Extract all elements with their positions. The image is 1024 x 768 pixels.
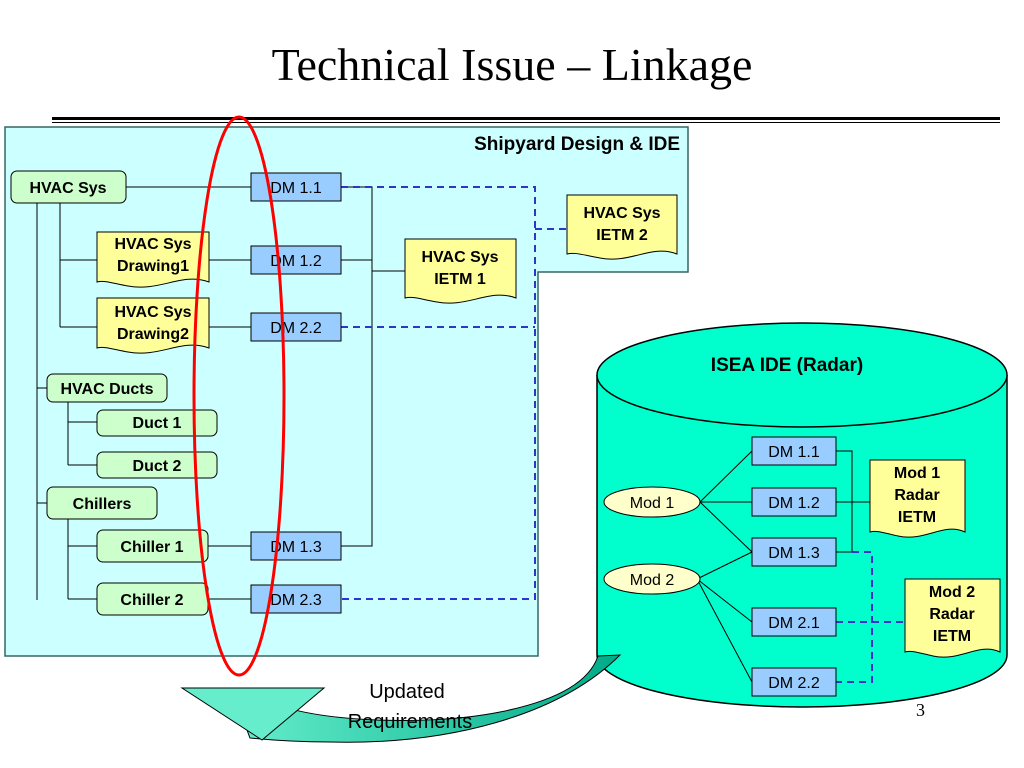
drawing-1-line1: HVAC Sys [114,236,191,253]
drawing-2-line1: HVAC Sys [114,304,191,321]
shipyard-dashed-links [341,186,567,600]
shipyard-dm-1-1-label: DM 1.1 [270,180,322,197]
mod-1-label: Mod 1 [630,495,675,512]
mod-2-node [603,563,701,595]
duct-2-label: Duct 2 [133,458,182,475]
drawing-1-doc [96,231,210,288]
isea-label: ISEA IDE (Radar) [711,355,863,376]
hvac-sys-box [10,170,127,204]
title-rule-thick [52,117,1000,120]
shipyard-dm-2-2-label: DM 2.2 [270,320,322,337]
isea-dm-2-2-label: DM 2.2 [768,675,820,692]
hvac-ietm-1-line1: HVAC Sys [421,249,498,266]
highlight-oval [192,115,286,677]
shipyard-dm-1-2-box [250,245,342,275]
isea-dm-2-1-label: DM 2.1 [768,615,820,632]
mod-2-label: Mod 2 [630,572,675,589]
shipyard-dm-2-2-box [250,312,342,342]
mod-1-ietm-line3: IETM [898,509,936,526]
duct-2-box [96,451,218,479]
chiller-1-label: Chiller 1 [120,539,183,556]
title-rule-thin [52,122,1000,123]
mod-1-ietm-line1: Mod 1 [894,465,940,482]
mod-2-ietm-doc [904,578,1001,658]
mod-1-ietm-doc [869,459,966,538]
isea-dm-2-2-box [751,667,837,697]
isea-tree-lines [696,450,870,683]
drawing-2-doc [96,297,210,354]
chillers-label: Chillers [73,496,132,513]
shipyard-dm-1-3-label: DM 1.3 [270,539,322,556]
updated-requirements-arrowhead [180,687,326,741]
chillers-box [46,486,158,520]
hvac-sys-label: HVAC Sys [29,180,106,197]
page-title: Technical Issue – Linkage [271,39,753,90]
shipyard-label: Shipyard Design & IDE [474,134,680,155]
page-number: 3 [916,700,925,720]
mod-1-ietm-line2: Radar [894,487,939,504]
duct-1-label: Duct 1 [133,415,182,432]
isea-dm-2-1-box [751,607,837,637]
hvac-ietm-1-line2: IETM 1 [434,271,486,288]
isea-dm-1-3-label: DM 1.3 [768,545,820,562]
arrow-label-line1: Updated [369,681,445,703]
drawing-1-line2: Drawing1 [117,258,189,275]
hvac-ietm-2-line1: HVAC Sys [583,205,660,222]
isea-dm-1-1-box [751,436,837,466]
hvac-ietm-1-doc [404,238,517,304]
shipyard-dm-2-3-box [250,584,342,614]
chiller-2-label: Chiller 2 [120,592,183,609]
shipyard-dm-1-3-box [250,531,342,561]
isea-dm-1-2-box [751,487,837,517]
chiller-1-box [96,529,209,563]
hvac-ietm-2-line2: IETM 2 [596,227,648,244]
shipyard-dm-1-2-label: DM 1.2 [270,253,322,270]
arrow-label-line2: Requirements [348,711,473,733]
mod-2-ietm-line1: Mod 2 [929,584,975,601]
hvac-ducts-box [46,373,168,403]
hvac-ietm-2-doc [566,194,678,260]
shipyard-dm-2-3-label: DM 2.3 [270,592,322,609]
duct-1-box [96,409,218,437]
isea-dm-1-2-label: DM 1.2 [768,495,820,512]
drawing-2-line2: Drawing2 [117,326,189,343]
hvac-ducts-label: HVAC Ducts [60,381,153,398]
isea-dm-1-3-box [751,537,837,567]
mod-2-ietm-line2: Radar [929,606,974,623]
isea-dashed-links [836,551,905,683]
isea-dm-1-1-label: DM 1.1 [768,444,820,461]
mod-1-node [603,486,701,518]
mod-2-ietm-line3: IETM [933,628,971,645]
